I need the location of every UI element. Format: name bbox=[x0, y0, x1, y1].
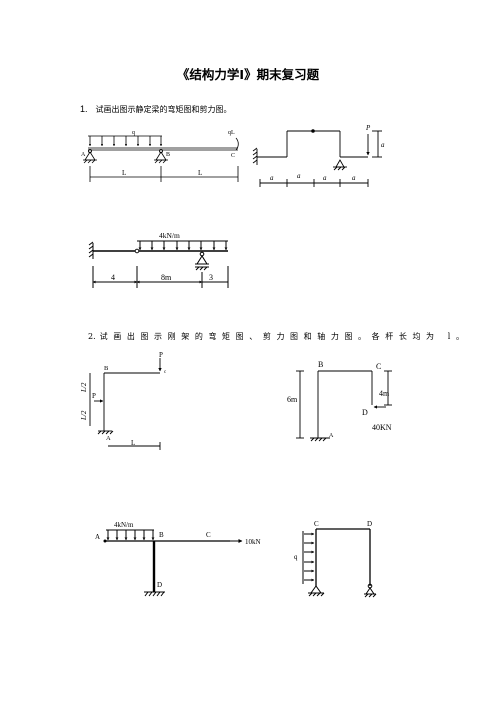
fig2-dim-a3: a bbox=[323, 174, 327, 182]
fig1-span-1: L bbox=[122, 169, 126, 177]
question-2-text: 试画出图示刚架的弯矩图、剪力图和轴力图。各杆长均为 l。 bbox=[99, 332, 470, 341]
fig4-node-c: c bbox=[164, 370, 167, 375]
fig1-span-2: L bbox=[198, 169, 202, 177]
fig4-dim-half-top: L/2 bbox=[80, 382, 88, 393]
fig1-load-label: q bbox=[132, 130, 135, 136]
fig6-node-b: B bbox=[159, 531, 164, 539]
fig2-dim-a1: a bbox=[270, 174, 274, 182]
figure-2-frame bbox=[252, 130, 382, 187]
fig5-force: 40KN bbox=[372, 423, 392, 432]
fig3-hinge bbox=[134, 248, 140, 254]
fig3-dim-3: 3 bbox=[209, 273, 213, 282]
fig2-dim-a2: a bbox=[297, 172, 301, 180]
fig4-load-top: P bbox=[159, 351, 163, 359]
fig7-node-c: C bbox=[314, 520, 319, 528]
fig3-load-label: 4kN/m bbox=[159, 231, 180, 240]
fig3-dim-2: 8m bbox=[161, 273, 172, 282]
fig5-node-d: D bbox=[362, 408, 368, 417]
fig4-dim-l: L bbox=[131, 439, 135, 447]
fig4-node-b: B bbox=[104, 365, 109, 372]
fig6-load-label: 4kN/m bbox=[114, 521, 134, 529]
fig2-dim-a4: a bbox=[352, 174, 356, 182]
page-title: 《结构力学Ⅰ》期末复习题 bbox=[176, 67, 320, 82]
figure-4-frame bbox=[89, 358, 162, 450]
question-2-number: 2. bbox=[88, 332, 96, 341]
fig2-load-p: P bbox=[365, 124, 371, 132]
fig2-hinge bbox=[311, 129, 315, 133]
fig7-load-label: q bbox=[294, 553, 298, 561]
fig6-node-a: A bbox=[95, 533, 100, 541]
fig6-end-a bbox=[103, 539, 107, 543]
fig1-node-c: C bbox=[231, 153, 235, 159]
fig5-node-c: C bbox=[376, 362, 381, 371]
fig7-node-d: D bbox=[367, 520, 372, 528]
fig4-dim-half-bottom: L/2 bbox=[80, 410, 88, 421]
fig1-moment-label: qL bbox=[228, 130, 235, 136]
fig6-force: 10kN bbox=[245, 538, 261, 546]
fig1-node-b: B bbox=[166, 152, 170, 158]
fig5-height-2: 4m bbox=[379, 389, 390, 398]
fig5-node-a: A bbox=[329, 433, 334, 439]
fig3-dim-1: 4 bbox=[111, 273, 115, 282]
figure-1-beam bbox=[83, 135, 239, 182]
fig4-node-a: A bbox=[106, 435, 111, 442]
question-1-number: 1. bbox=[80, 104, 88, 114]
fig4-load-side: P bbox=[92, 392, 96, 400]
fig6-node-c: C bbox=[206, 531, 211, 539]
fig5-node-b: B bbox=[318, 360, 323, 369]
fig6-node-d: D bbox=[157, 581, 162, 589]
question-1-text: 试画出图示静定梁的弯矩图和剪力图。 bbox=[95, 105, 232, 114]
fig2-dim-a-vertical: a bbox=[381, 141, 385, 149]
figure-6-frame bbox=[105, 529, 243, 597]
figure-5-frame bbox=[296, 370, 392, 442]
question-1: 1. 试画出图示静定梁的弯矩图和剪力图。 bbox=[80, 104, 232, 115]
fig1-node-a: A bbox=[81, 152, 86, 158]
fig5-height-1: 6m bbox=[287, 395, 298, 404]
figure-7-frame bbox=[302, 528, 377, 598]
figure-3-beam bbox=[88, 240, 229, 288]
question-2: 2.试画出图示刚架的弯矩图、剪力图和轴力图。各杆长均为 l。 bbox=[88, 331, 470, 342]
